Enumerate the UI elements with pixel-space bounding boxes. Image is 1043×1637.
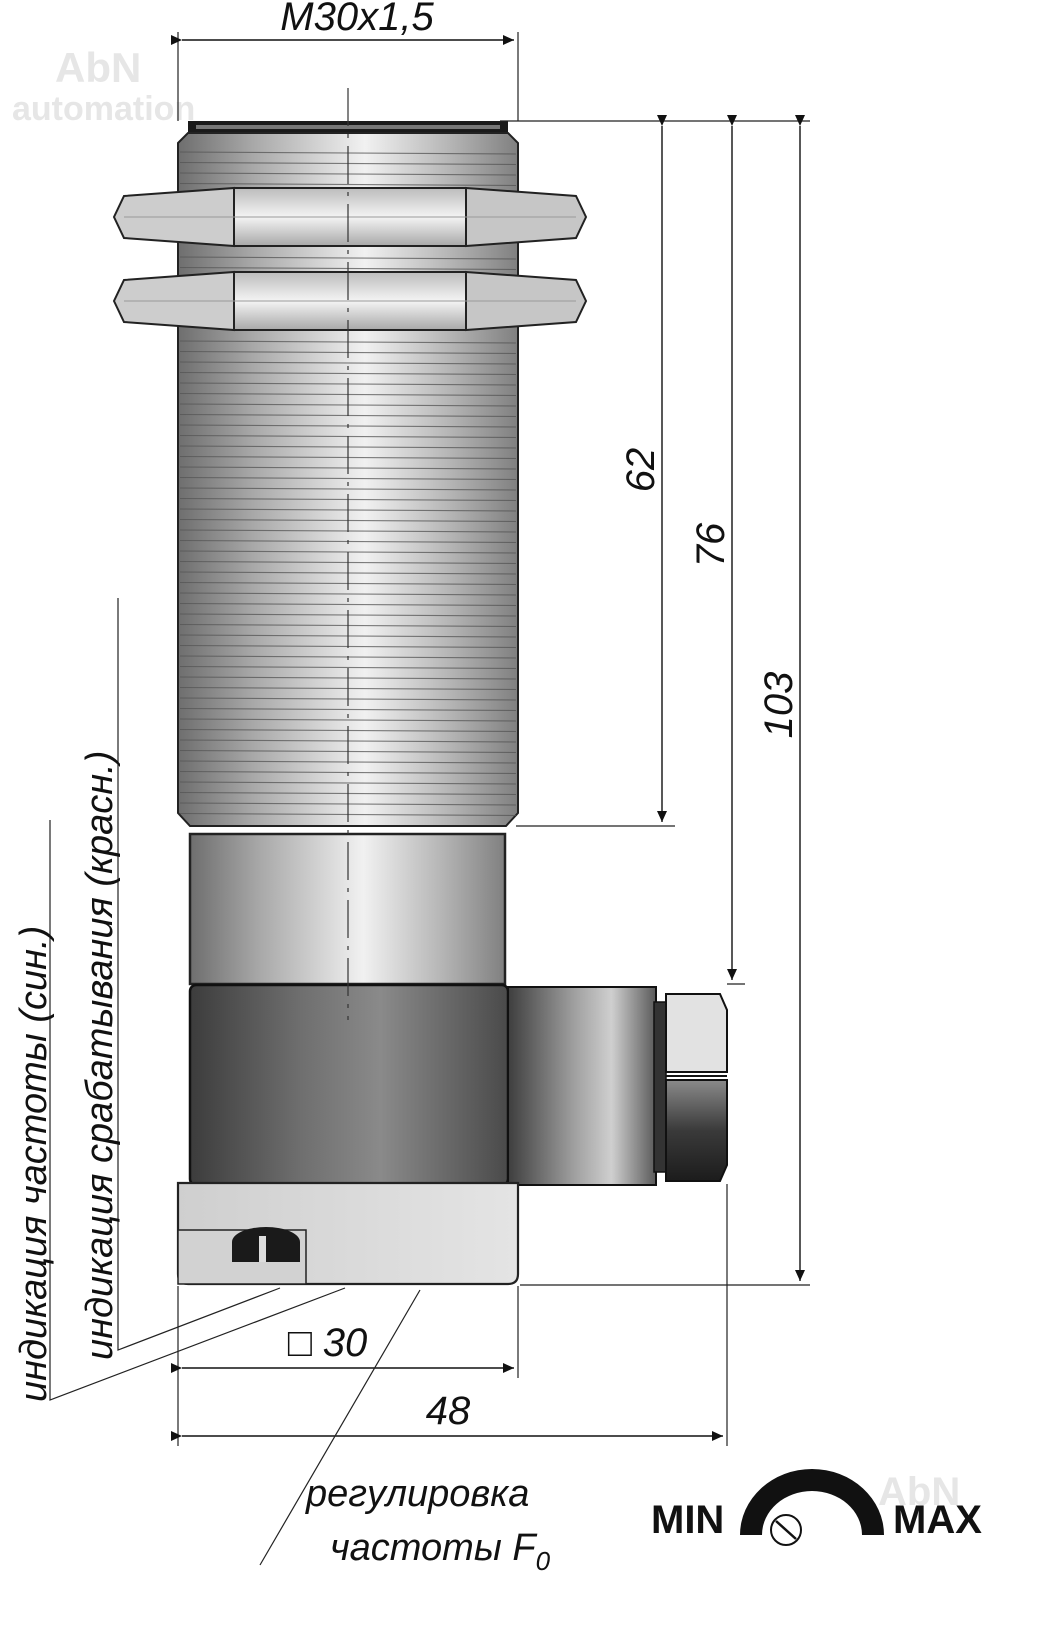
label-frequency-indication: индикация частоты (син.) xyxy=(13,926,55,1402)
adjustment-plate xyxy=(176,1181,520,1286)
thread-line xyxy=(179,476,517,481)
lock-nut-upper xyxy=(112,186,588,248)
square-housing xyxy=(188,983,510,1187)
thread-line xyxy=(179,182,517,187)
min-label: MIN xyxy=(651,1498,724,1542)
thread-line xyxy=(179,665,517,670)
dim-square-symbol: □ xyxy=(288,1321,312,1365)
dim-62: 62 xyxy=(619,448,663,493)
max-label: MAX xyxy=(893,1498,982,1542)
thread-line xyxy=(179,256,517,260)
watermark-subtitle: automation xyxy=(12,90,195,128)
watermark-brand-2: AbN xyxy=(878,1470,960,1514)
thread-line xyxy=(179,592,517,596)
min-max-scale: MIN MAX xyxy=(651,1469,982,1546)
thread-line xyxy=(179,602,517,607)
label-switching-indication: индикация срабатывания (красн.) xyxy=(79,751,121,1360)
thread-line xyxy=(179,718,517,722)
cable-connector xyxy=(507,986,728,1186)
leader-lines xyxy=(49,598,421,1566)
label-adjust-text: частоты F xyxy=(330,1527,537,1569)
thread-line xyxy=(179,781,517,785)
dim-thread: M30x1,5 xyxy=(280,0,434,39)
sensor-face xyxy=(188,121,508,133)
dim-square-30: 30 xyxy=(323,1321,368,1365)
adjust-screw[interactable] xyxy=(232,1227,300,1262)
dim-103: 103 xyxy=(757,672,801,739)
lock-nut-lower xyxy=(112,270,588,332)
dim-48: 48 xyxy=(426,1389,471,1433)
thread-line xyxy=(179,361,517,365)
range-arc-icon xyxy=(740,1469,884,1535)
thread-line xyxy=(179,707,517,712)
label-adjust-subscript: 0 xyxy=(536,1546,551,1576)
label-adjust-line2: частоты F0 xyxy=(330,1527,551,1576)
thread-lines xyxy=(179,151,517,817)
dim-76: 76 xyxy=(689,522,733,567)
watermark-top-left: AbN automation xyxy=(12,44,195,128)
dimension-lines xyxy=(171,35,805,1441)
thread-line xyxy=(179,371,517,376)
watermark-bottom-right: AbN xyxy=(878,1470,960,1514)
label-adjust-line1: регулировка xyxy=(305,1473,529,1515)
watermark-brand: AbN xyxy=(55,44,141,91)
thread-line xyxy=(179,487,517,491)
